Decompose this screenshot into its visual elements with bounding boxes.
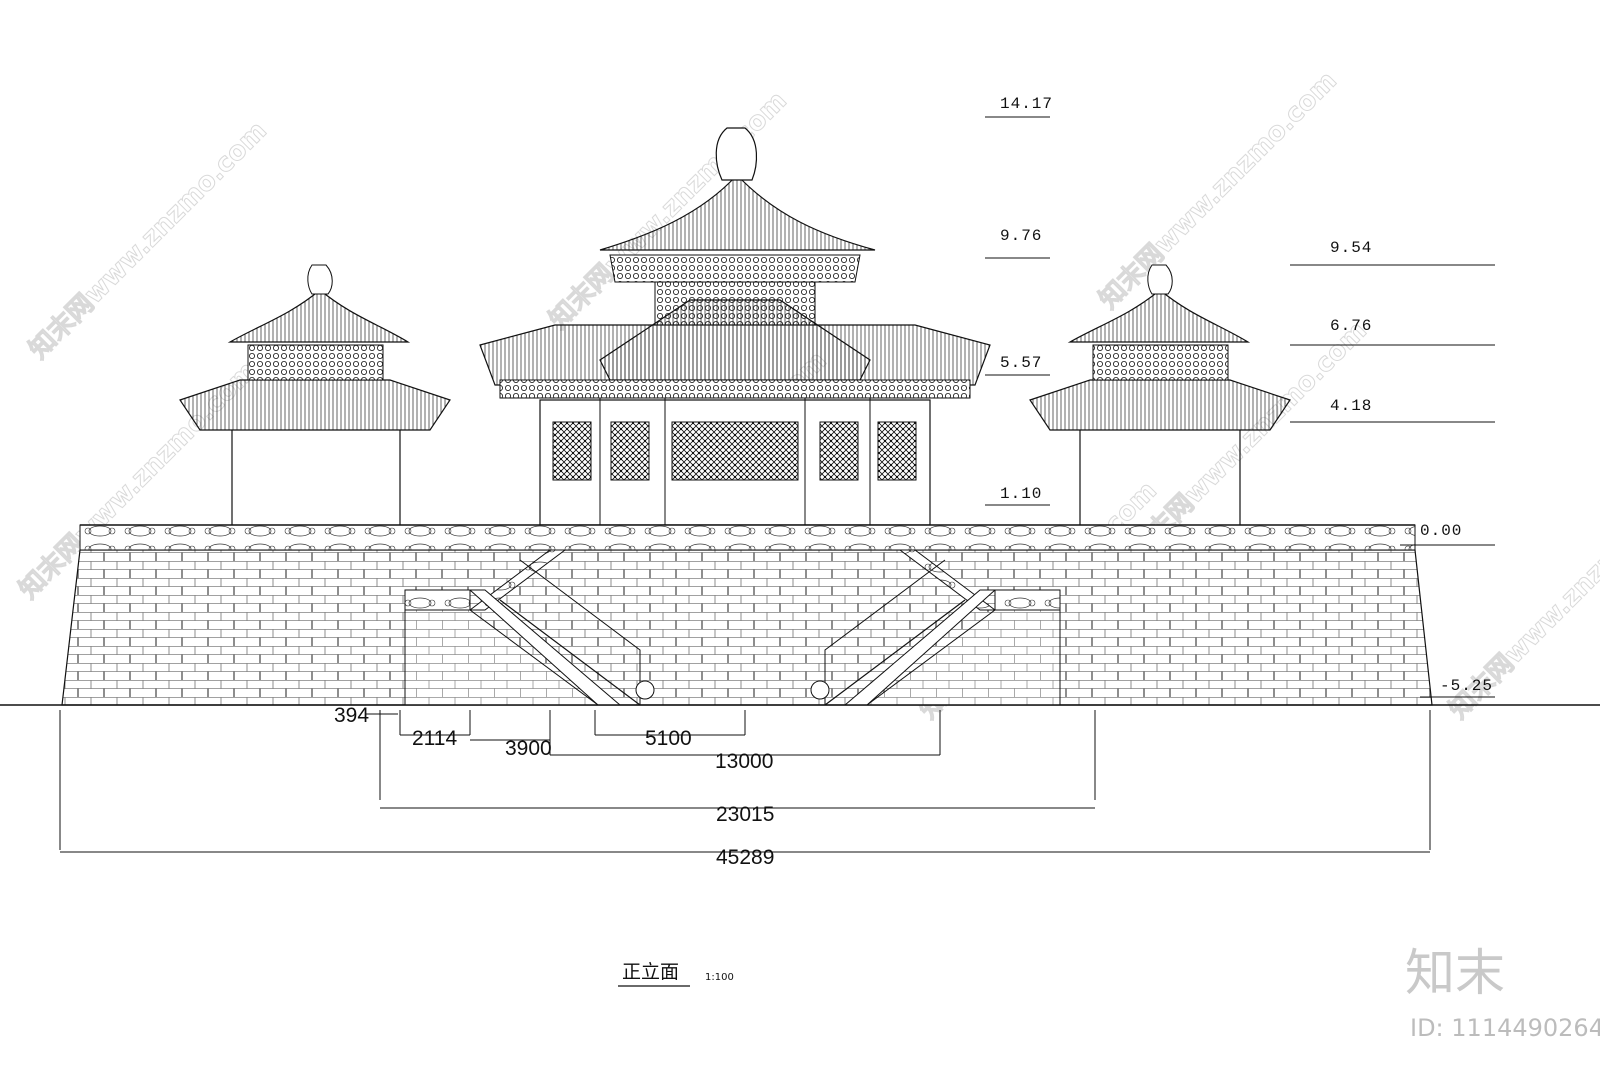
main-hall <box>479 127 991 526</box>
staircase <box>404 549 1061 706</box>
drawing-title: 正立面 <box>622 961 679 983</box>
watermark-text: 知末网www.znzmo.com <box>1094 66 1343 315</box>
left-pavilion <box>179 264 451 550</box>
terrace-balustrade <box>79 524 1416 551</box>
level-9-54: 9.54 <box>1330 239 1372 257</box>
level-1-10: 1.10 <box>1000 485 1042 503</box>
level-9-76: 9.76 <box>1000 227 1042 245</box>
level-6-76: 6.76 <box>1330 317 1372 335</box>
dim-13000: 13000 <box>715 750 773 773</box>
level-0-00: 0.00 <box>1420 522 1462 540</box>
level-5-57: 5.57 <box>1000 354 1042 372</box>
watermark-text: 知末网www.znzmo.com <box>24 116 273 365</box>
dim-394: 394 <box>334 704 369 727</box>
brand-logo: 知末 <box>1405 944 1505 1002</box>
drawing-title-block: 正立面 1:100 <box>618 961 734 987</box>
drawing-scale: 1:100 <box>705 972 734 983</box>
image-id: ID: 1114490264 <box>1410 1014 1600 1042</box>
dimension-labels: 394 2114 3900 5100 13000 23015 45289 <box>334 704 774 869</box>
dim-5100: 5100 <box>645 727 692 750</box>
dim-3900: 3900 <box>505 737 552 760</box>
level-4-18: 4.18 <box>1330 397 1372 415</box>
level-markers: 14.17 9.76 9.54 6.76 5.57 4.18 1.10 0.00… <box>985 95 1495 698</box>
dimension-lines <box>59 710 1431 853</box>
dim-2114: 2114 <box>412 727 457 750</box>
level-14-17: 14.17 <box>1000 95 1053 113</box>
dim-23015: 23015 <box>716 803 774 826</box>
level-minus-5-25: -5.25 <box>1440 677 1493 695</box>
right-pavilion <box>1029 264 1291 550</box>
dim-45289: 45289 <box>716 846 774 869</box>
podium <box>61 549 1433 706</box>
